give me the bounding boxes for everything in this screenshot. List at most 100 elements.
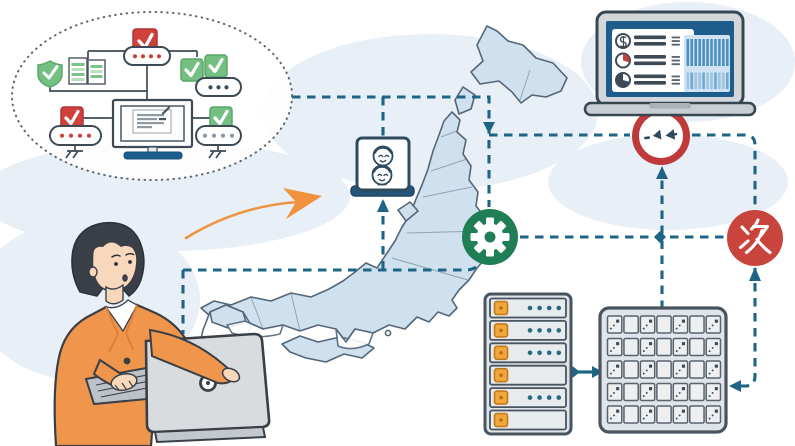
dash-line-small bbox=[671, 63, 680, 66]
slot-dot bbox=[527, 395, 533, 400]
grid-cell bbox=[705, 405, 722, 424]
grid-cell bbox=[689, 315, 705, 334]
led-dot bbox=[499, 328, 503, 333]
cell-mark bbox=[711, 391, 714, 394]
grid-cell bbox=[705, 382, 722, 402]
support-faces-icon bbox=[371, 145, 394, 186]
chart-bar bbox=[686, 72, 690, 89]
cell-mark bbox=[645, 391, 648, 394]
cell-mark bbox=[609, 395, 612, 398]
pill-dots bbox=[208, 85, 229, 90]
cell-mark bbox=[714, 342, 718, 346]
chart-bar bbox=[718, 39, 721, 66]
lapels bbox=[105, 304, 138, 353]
eyebrows bbox=[111, 252, 135, 258]
grid-cell bbox=[639, 315, 656, 334]
cell-mark bbox=[609, 350, 612, 353]
cell-mark bbox=[714, 409, 718, 413]
grid-cell bbox=[606, 337, 623, 357]
dash-line-small bbox=[671, 40, 680, 42]
chart-bar bbox=[706, 72, 709, 89]
arrow-up-kiosk-icon bbox=[377, 199, 389, 212]
cell-mark bbox=[616, 319, 620, 323]
grid-cell bbox=[656, 315, 672, 334]
chart-bar bbox=[694, 39, 697, 66]
shirt-collar bbox=[104, 299, 138, 333]
chart-bar bbox=[710, 72, 713, 89]
slot-dot bbox=[537, 328, 542, 333]
analytics-laptop bbox=[583, 10, 757, 117]
arrow-down-icon bbox=[483, 122, 495, 134]
cell-mark bbox=[649, 387, 653, 391]
grid-cell bbox=[672, 337, 689, 357]
jacket-button bbox=[123, 357, 131, 365]
white-patch-chugoku bbox=[226, 320, 284, 338]
chart-bar bbox=[726, 72, 729, 89]
pill-dot bbox=[148, 54, 154, 59]
cell-mark bbox=[681, 364, 685, 368]
dash-line bbox=[634, 61, 666, 66]
dots-pill bbox=[49, 125, 102, 146]
laptop-base bbox=[153, 425, 267, 444]
slot-dot bbox=[546, 305, 552, 311]
cell-mark bbox=[678, 369, 681, 372]
cell-mark bbox=[609, 417, 612, 420]
grid-cells bbox=[606, 315, 722, 424]
grid-cell bbox=[623, 360, 640, 379]
next-kanji-strokes bbox=[738, 218, 772, 255]
chart-bar bbox=[690, 39, 694, 66]
hair-bangs bbox=[89, 231, 139, 256]
slot-dot bbox=[527, 305, 533, 311]
cell-mark bbox=[645, 324, 648, 327]
dash-line bbox=[634, 81, 666, 85]
dash-line-small bbox=[671, 79, 680, 81]
cell-mark bbox=[616, 409, 620, 413]
chart-bar bbox=[706, 39, 709, 66]
cell-mark bbox=[612, 391, 615, 394]
link-bubble-to-process bbox=[292, 95, 491, 207]
dash-line-small bbox=[671, 36, 680, 39]
review-badge bbox=[632, 107, 690, 165]
pill-dot bbox=[156, 54, 162, 59]
pill-dot bbox=[211, 133, 217, 138]
laptop-logo-dot bbox=[206, 381, 210, 385]
cursor-arrows-icon bbox=[644, 129, 678, 140]
grid-cell bbox=[639, 360, 656, 379]
cell-mark bbox=[645, 369, 648, 372]
grid-cell bbox=[656, 337, 672, 357]
slot-dot bbox=[546, 395, 552, 400]
cell-mark bbox=[714, 319, 718, 323]
pill-dot bbox=[208, 85, 213, 90]
cell-mark bbox=[681, 387, 685, 391]
grid-cell bbox=[689, 382, 705, 402]
arrow-right-grid-icon bbox=[592, 366, 603, 378]
arrow-up-next-icon bbox=[749, 267, 761, 281]
cell-mark bbox=[681, 409, 685, 413]
cell-mark bbox=[711, 346, 714, 349]
face bbox=[91, 238, 138, 292]
grid-cell bbox=[705, 315, 722, 334]
grid-cell bbox=[672, 405, 689, 424]
link-review-to-next bbox=[692, 133, 757, 208]
cell-mark bbox=[642, 350, 645, 353]
dash-line bbox=[634, 74, 666, 79]
slot-dot bbox=[556, 305, 562, 311]
slot-dot bbox=[527, 350, 533, 356]
slot-dot bbox=[546, 350, 552, 356]
dots-pill bbox=[123, 46, 171, 66]
pill-dot bbox=[220, 133, 226, 138]
cell-mark bbox=[711, 369, 714, 372]
approval-bubble bbox=[11, 11, 293, 181]
cell-mark bbox=[616, 387, 620, 391]
island-sado bbox=[397, 201, 419, 222]
server-rack bbox=[483, 292, 573, 436]
chart-bar bbox=[690, 72, 694, 89]
chart-bar bbox=[702, 72, 705, 89]
pill-dot bbox=[202, 133, 208, 138]
island-hokkaido bbox=[470, 25, 568, 104]
chart-bar bbox=[722, 39, 725, 66]
island-oshima bbox=[454, 86, 476, 115]
fingers bbox=[114, 380, 134, 391]
grid-cell bbox=[656, 405, 672, 424]
slot-dot bbox=[527, 328, 533, 333]
